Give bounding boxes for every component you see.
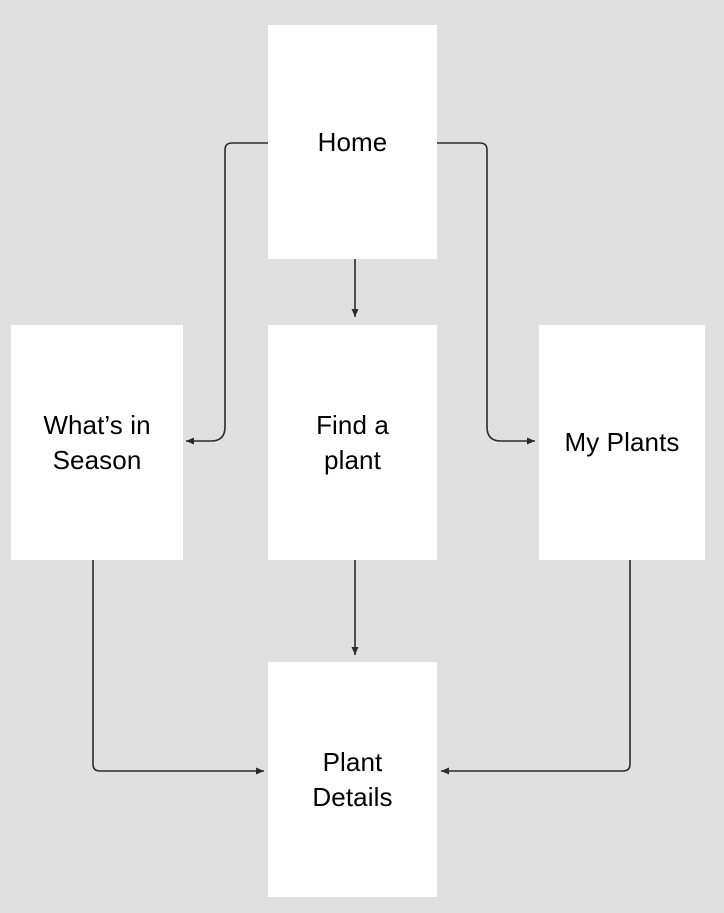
edge-season-to-details: [92, 560, 264, 775]
node-my-plants[interactable]: My Plants: [539, 325, 705, 560]
edge-myplants-to-details: [441, 560, 631, 775]
node-my-plants-label: My Plants: [564, 427, 680, 458]
edge-home-to-season: [186, 142, 268, 445]
edge-home-to-myplants: [437, 142, 535, 445]
node-home-label: Home: [317, 126, 388, 157]
node-home[interactable]: Home: [268, 25, 437, 259]
